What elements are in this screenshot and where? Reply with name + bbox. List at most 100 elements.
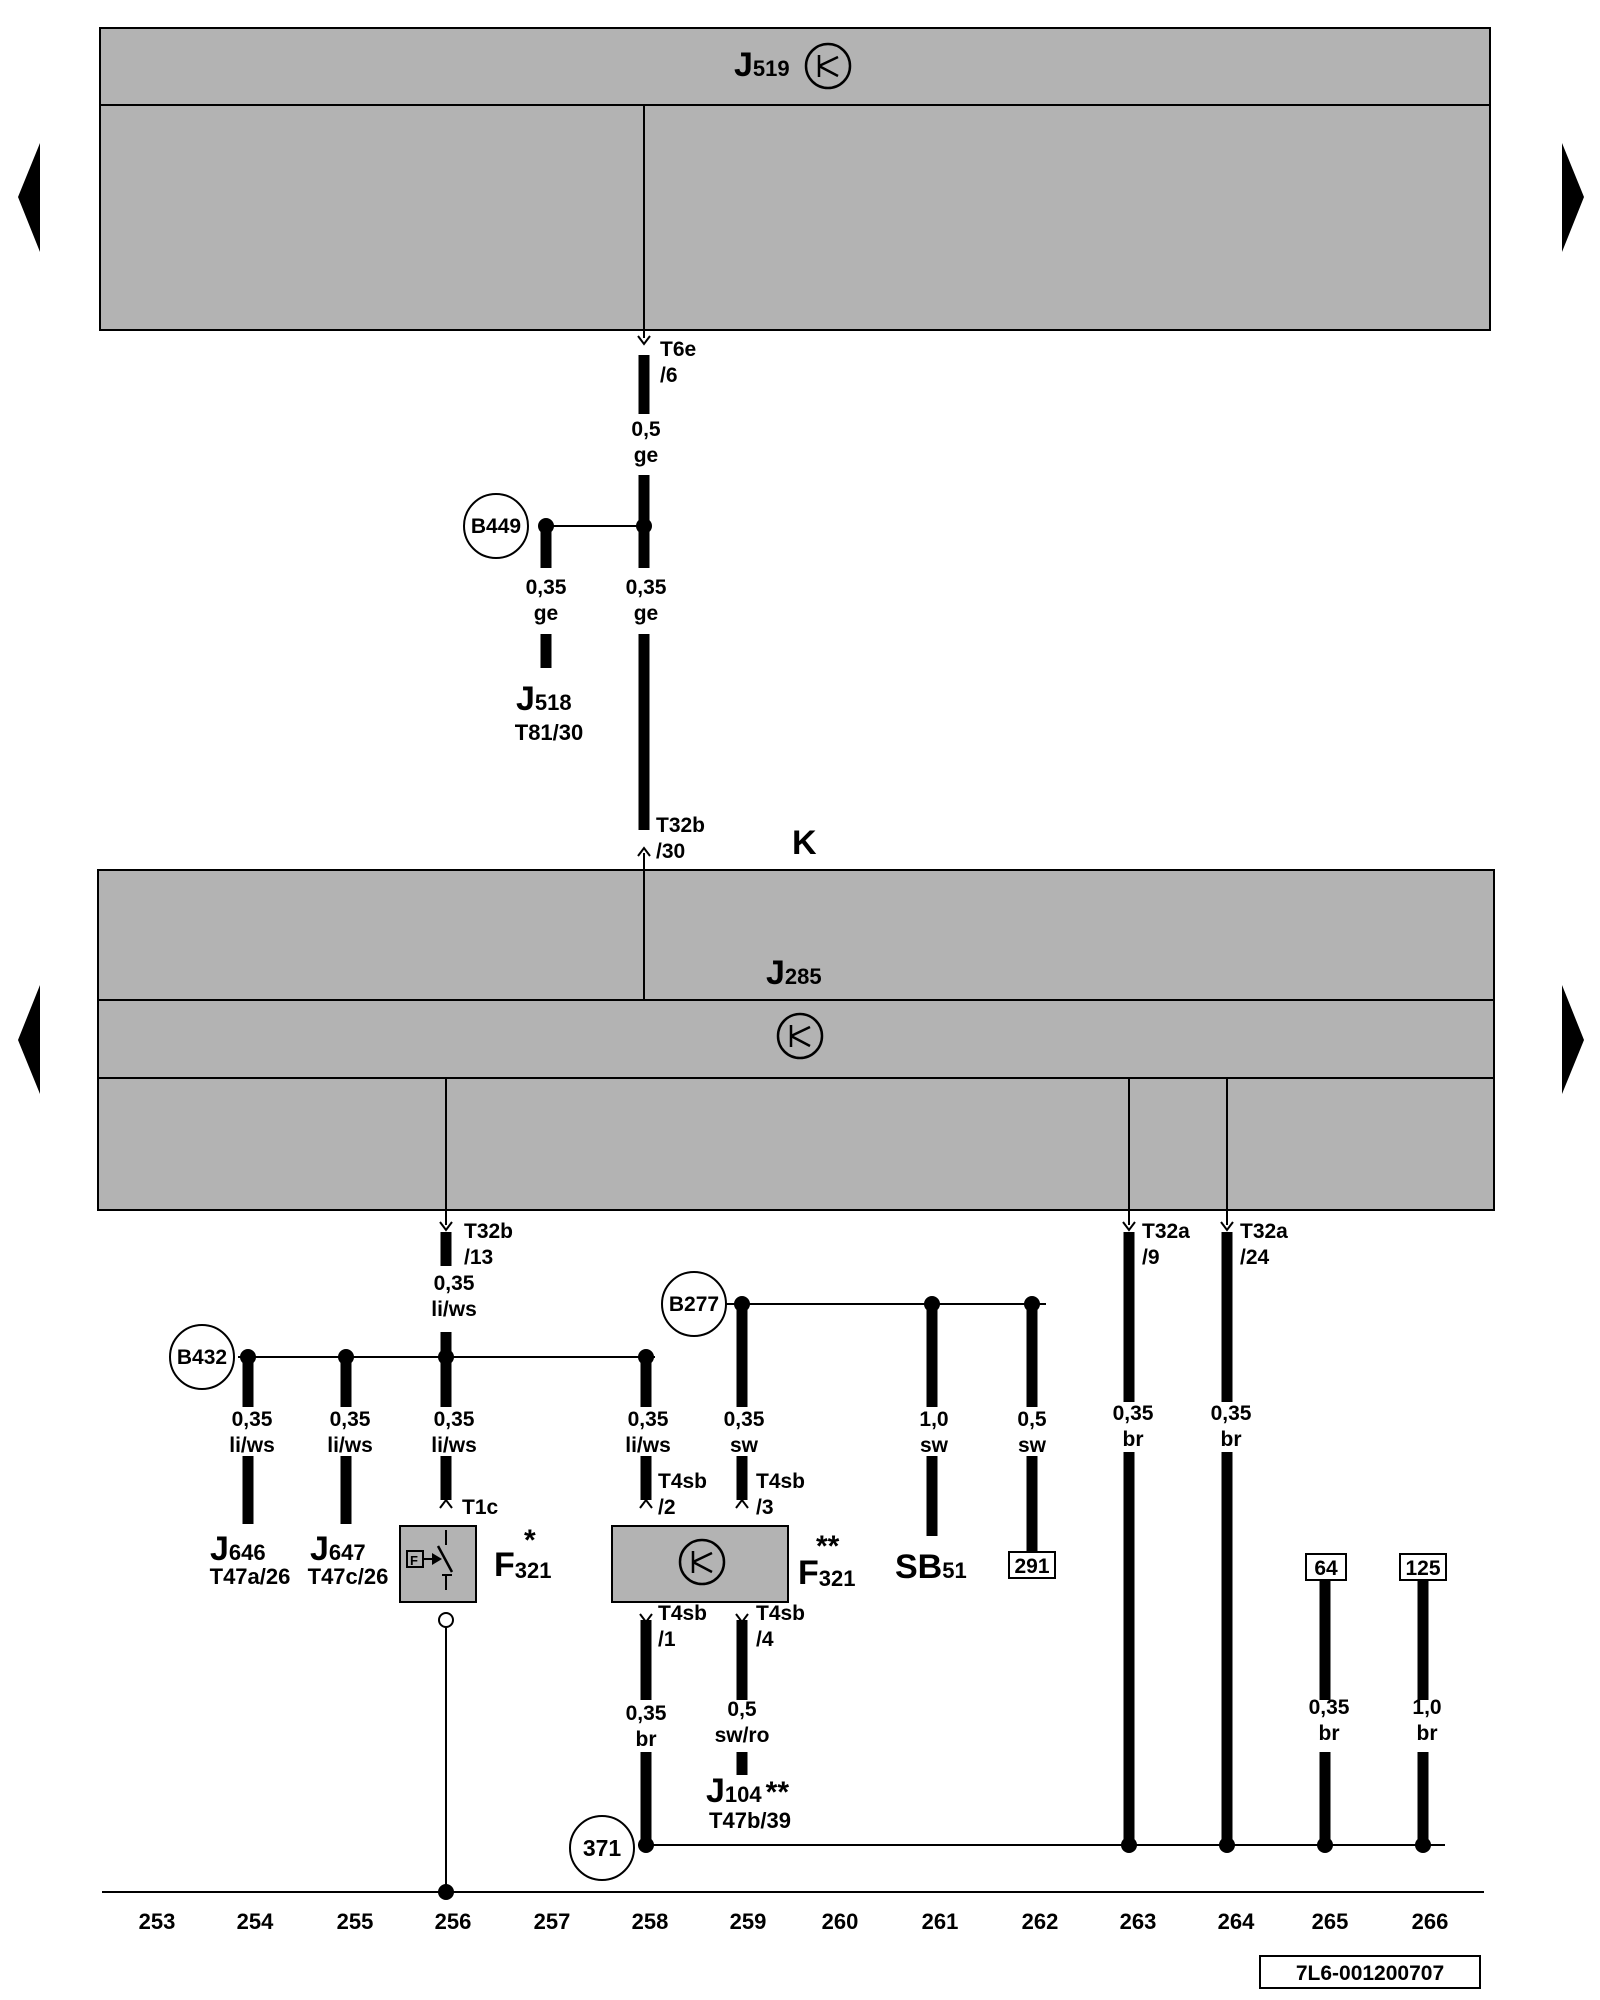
column-number: 261 bbox=[922, 1909, 959, 1934]
wiring bbox=[102, 105, 1484, 1893]
connector-label: T32a bbox=[1240, 1220, 1288, 1243]
junction-dot bbox=[636, 518, 652, 534]
wire-size: 0,35 bbox=[1211, 1402, 1252, 1425]
connector-label: T32a bbox=[1142, 1220, 1190, 1243]
connector-label: T4sb bbox=[658, 1470, 707, 1493]
wire-size: 0,35 bbox=[1113, 1402, 1154, 1425]
wire-color: sw bbox=[1018, 1434, 1047, 1457]
svg-text:371: 371 bbox=[583, 1835, 622, 1861]
junction-dot bbox=[1415, 1837, 1431, 1853]
wire-size: 0,35 bbox=[330, 1408, 371, 1431]
connector-label: T4sb bbox=[756, 1470, 805, 1493]
junction-dot bbox=[438, 1349, 454, 1365]
svg-text:B277: B277 bbox=[669, 1293, 719, 1316]
connector-label: T6e bbox=[660, 338, 696, 361]
j519-module bbox=[99, 27, 1491, 331]
wire-color: br bbox=[1417, 1722, 1438, 1745]
ref-291-box[interactable]: 291 bbox=[1008, 1551, 1056, 1579]
f321-switch-box: F bbox=[399, 1525, 477, 1628]
wire-color: ge bbox=[634, 602, 659, 625]
svg-text:125: 125 bbox=[1405, 1557, 1440, 1580]
pin-arrows bbox=[439, 335, 1234, 1624]
control-unit-icon bbox=[776, 1012, 824, 1060]
previous-page-arrow-icon[interactable] bbox=[18, 143, 40, 252]
column-number: 258 bbox=[632, 1909, 669, 1934]
wire-labels: 0,5 ge 0,35 ge 0,35 ge 0,35 li/ws 0,35 l… bbox=[229, 418, 1441, 1751]
wire-size: 0,35 bbox=[526, 576, 567, 599]
connector-label: T32b bbox=[464, 1220, 513, 1243]
ref-64-box[interactable]: 64 bbox=[1305, 1553, 1347, 1581]
b277-junction: B277 bbox=[661, 1271, 727, 1337]
control-unit-icon bbox=[678, 1538, 726, 1586]
j285-label: J285 bbox=[766, 954, 822, 992]
ref-125-box[interactable]: 125 bbox=[1399, 1553, 1447, 1581]
next-page-arrow-icon[interactable] bbox=[1562, 143, 1584, 252]
ground-371-junction: 371 bbox=[569, 1815, 635, 1881]
f321-switch-label: F321 bbox=[494, 1546, 552, 1584]
junction-dots bbox=[240, 518, 1431, 1900]
control-unit-icon bbox=[804, 42, 852, 90]
wire-size: 0,5 bbox=[1017, 1408, 1047, 1431]
next-page-arrow-icon[interactable] bbox=[1562, 985, 1584, 1094]
connector-label: /13 bbox=[464, 1246, 493, 1269]
wire-color: li/ws bbox=[431, 1298, 477, 1321]
b449-junction: B449 bbox=[463, 493, 529, 559]
wire-color: sw bbox=[920, 1434, 949, 1457]
junction-dot bbox=[638, 1349, 654, 1365]
connector-label: /2 bbox=[658, 1496, 676, 1519]
j104-pin: T47b/39 bbox=[709, 1808, 791, 1833]
f321-sensor-label: F321 bbox=[798, 1554, 856, 1592]
j518-pin: T81/30 bbox=[515, 720, 584, 745]
wire-color: br bbox=[636, 1728, 657, 1751]
previous-page-arrow-icon[interactable] bbox=[18, 985, 40, 1094]
svg-text:B449: B449 bbox=[471, 515, 521, 538]
connector-label: T32b bbox=[656, 814, 705, 837]
wire-color: sw bbox=[730, 1434, 759, 1457]
k-label: K bbox=[792, 824, 817, 862]
connector-label: /6 bbox=[660, 364, 678, 387]
document-code: 7L6-001200707 bbox=[1259, 1955, 1481, 1989]
junction-dot bbox=[1121, 1837, 1137, 1853]
column-number: 254 bbox=[237, 1909, 274, 1934]
wire-color: li/ws bbox=[625, 1434, 671, 1457]
wire-size: 0,35 bbox=[724, 1408, 765, 1431]
junction-dot bbox=[1317, 1837, 1333, 1853]
j518-label: J518 bbox=[516, 680, 572, 718]
wire-size: 1,0 bbox=[919, 1408, 948, 1431]
f321-sensor-mark: ** bbox=[816, 1530, 840, 1563]
wire-size: 0,35 bbox=[626, 576, 667, 599]
wire-color: sw/ro bbox=[715, 1724, 770, 1747]
f321-sensor-box bbox=[611, 1525, 789, 1603]
j647-pin: T47c/26 bbox=[308, 1564, 389, 1589]
wire-size: 0,5 bbox=[631, 418, 661, 441]
column-number: 257 bbox=[534, 1909, 571, 1934]
wire-color: li/ws bbox=[431, 1434, 477, 1457]
junction-dot bbox=[734, 1296, 750, 1312]
column-number: 259 bbox=[730, 1909, 767, 1934]
column-number: 256 bbox=[435, 1909, 472, 1934]
connector-label: T4sb bbox=[658, 1602, 707, 1625]
svg-text:64: 64 bbox=[1314, 1557, 1338, 1580]
wire-size: 0,5 bbox=[727, 1698, 757, 1721]
wire-color: br bbox=[1319, 1722, 1340, 1745]
wire-size: 0,35 bbox=[434, 1272, 475, 1295]
column-number: 253 bbox=[139, 1909, 176, 1934]
column-numbers: 253 254 255 256 257 258 259 260 261 262 … bbox=[139, 1909, 1449, 1934]
wire-color: br bbox=[1221, 1428, 1242, 1451]
wire-color: br bbox=[1123, 1428, 1144, 1451]
connector-labels: T6e /6 T32b /30 T32b /13 T32a /9 T32a /2… bbox=[462, 338, 1288, 1651]
j519-label: J519 bbox=[734, 46, 790, 84]
j104-label: J104** bbox=[706, 1772, 789, 1810]
connector-label: /30 bbox=[656, 840, 685, 863]
wire-size: 0,35 bbox=[232, 1408, 273, 1431]
wire-color: li/ws bbox=[327, 1434, 373, 1457]
wire-size: 0,35 bbox=[626, 1702, 667, 1725]
svg-text:291: 291 bbox=[1014, 1555, 1049, 1578]
j647-label: J647 bbox=[310, 1530, 366, 1568]
junction-dot bbox=[438, 1884, 454, 1900]
b432-junction: B432 bbox=[169, 1324, 235, 1390]
column-number: 263 bbox=[1120, 1909, 1157, 1934]
connector-label: T4sb bbox=[756, 1602, 805, 1625]
wire-size: 0,35 bbox=[628, 1408, 669, 1431]
connector-label: /1 bbox=[658, 1628, 676, 1651]
